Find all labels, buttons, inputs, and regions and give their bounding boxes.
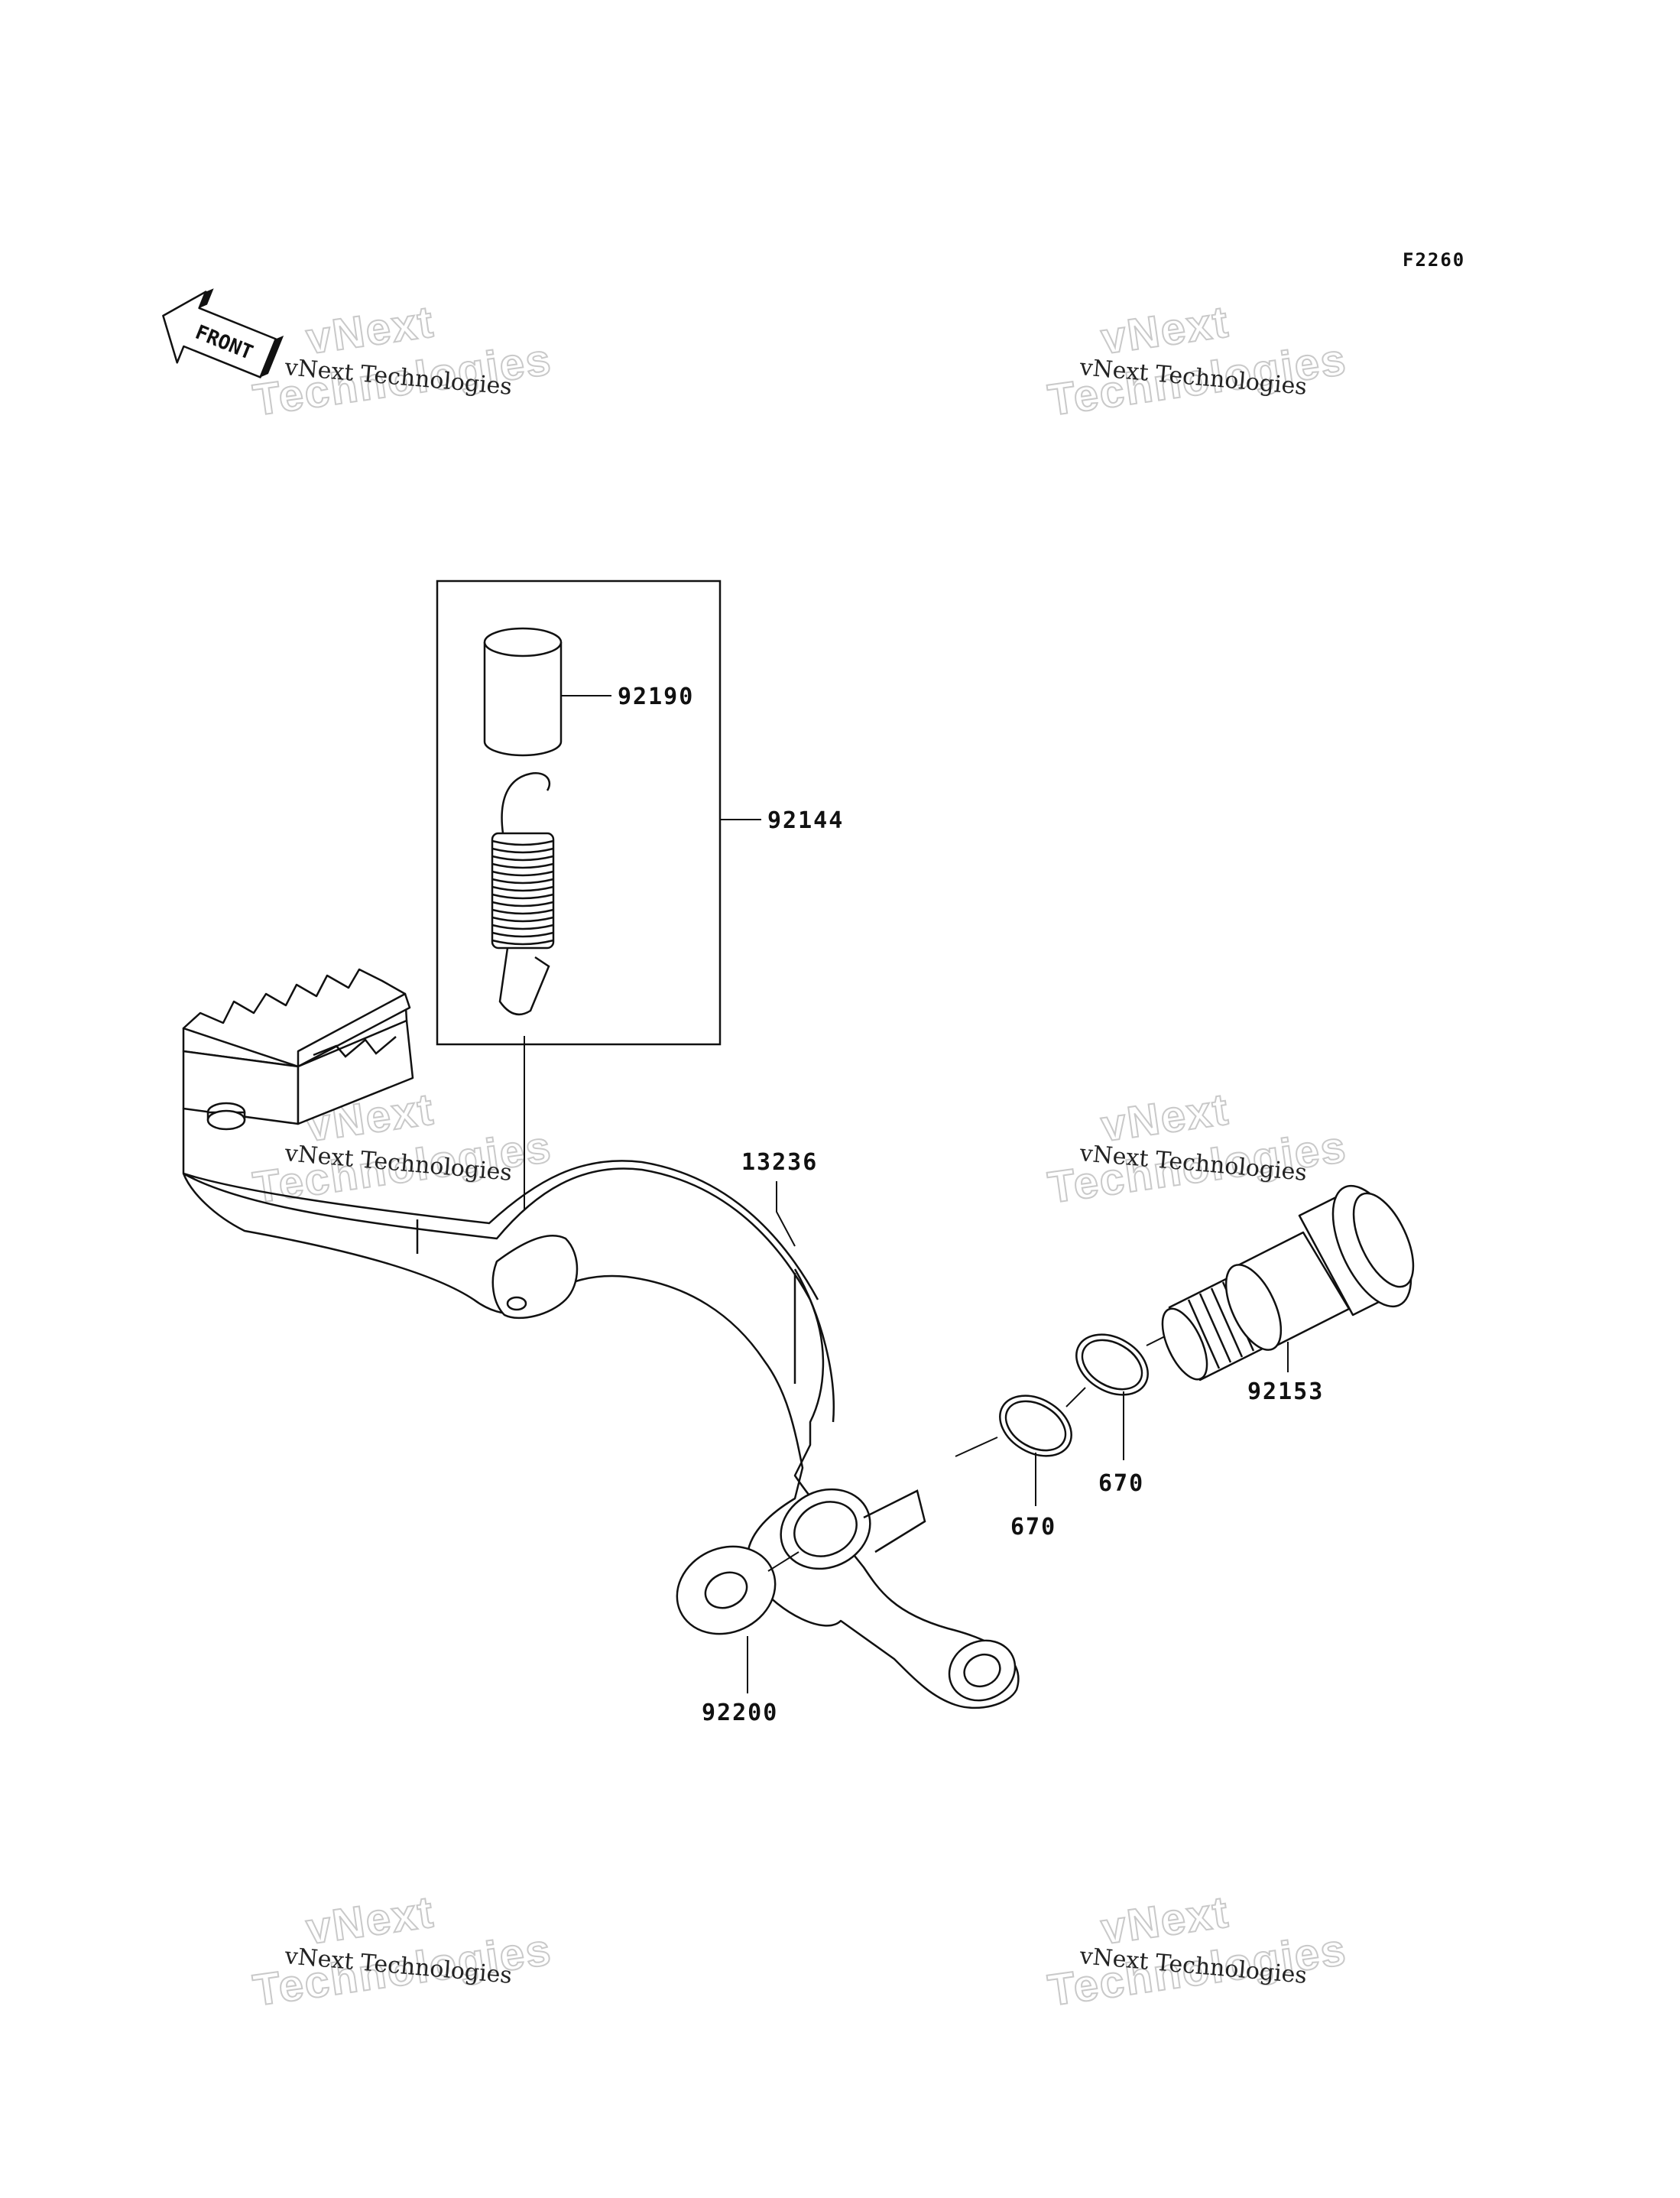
brake-pedal-leader bbox=[776, 1181, 796, 1247]
brake-pedal-tip-part bbox=[182, 968, 414, 1131]
watermark-top-left: vNext Technologies bbox=[249, 296, 556, 426]
watermark-top-right: vNext Technologies bbox=[1044, 296, 1351, 426]
o-ring-outer-label: 670 bbox=[1098, 1470, 1144, 1497]
o-ring-outer-part bbox=[1075, 1333, 1149, 1396]
brake-pedal-part bbox=[182, 1107, 1020, 1709]
axis-line-a bbox=[955, 1437, 998, 1457]
brake-pedal-label: 13236 bbox=[741, 1149, 818, 1176]
cover-part bbox=[483, 627, 563, 757]
washer-label: 92200 bbox=[702, 1700, 778, 1726]
front-arrow-icon: FRONT bbox=[162, 288, 284, 378]
shaft-part bbox=[1161, 1184, 1415, 1381]
washer-center-line bbox=[767, 1551, 799, 1572]
axis-line-b bbox=[1065, 1387, 1086, 1407]
shaft-label: 92153 bbox=[1247, 1378, 1324, 1405]
spring-set-label: 92144 bbox=[767, 807, 844, 834]
spring-part bbox=[491, 772, 555, 1016]
cover-label: 92190 bbox=[618, 683, 694, 710]
o-ring-inner-part bbox=[999, 1394, 1072, 1457]
figure-code: F2260 bbox=[1403, 249, 1465, 271]
o-ring-inner-label: 670 bbox=[1010, 1514, 1056, 1541]
spring-set-box bbox=[436, 580, 722, 1046]
